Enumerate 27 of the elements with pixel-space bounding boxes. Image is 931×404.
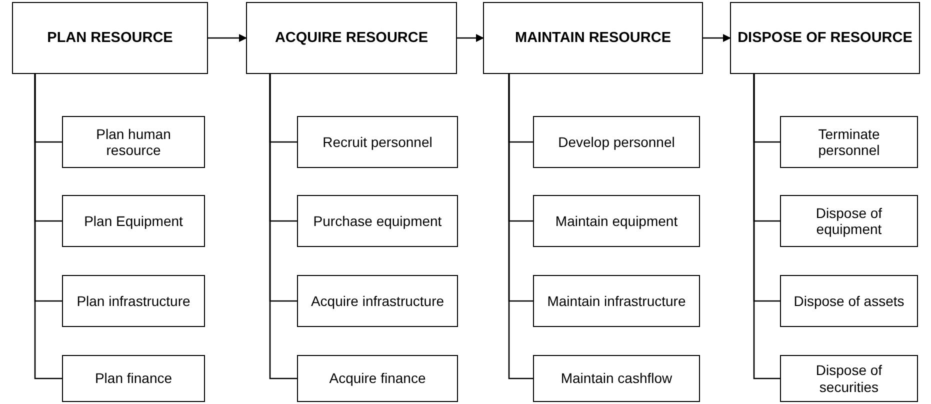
task-box: Acquire infrastructure	[297, 275, 458, 327]
task-box: Maintain infrastructure	[533, 275, 700, 327]
task-box: Purchase equipment	[297, 195, 458, 247]
task-box: Dispose of equipment	[780, 195, 918, 247]
task-box: Terminate personnel	[780, 116, 918, 168]
task-box: Recruit personnel	[297, 116, 458, 168]
task-box: Plan Equipment	[62, 195, 205, 247]
stage-box: DISPOSE OF RESOURCE	[730, 2, 920, 74]
task-box: Acquire finance	[297, 355, 458, 402]
task-box: Maintain cashflow	[533, 355, 700, 402]
arrow	[208, 34, 247, 42]
connector-line	[508, 74, 533, 380]
stage-box: MAINTAIN RESOURCE	[483, 2, 703, 74]
connector-line	[753, 74, 780, 380]
stage-box: ACQUIRE RESOURCE	[246, 2, 457, 74]
task-box: Plan human resource	[62, 116, 205, 168]
task-box: Dispose of assets	[780, 275, 918, 327]
connector-line	[269, 74, 297, 380]
arrow	[703, 34, 731, 42]
task-box: Dispose of securities	[780, 355, 918, 402]
task-box: Plan finance	[62, 355, 205, 402]
arrow	[457, 34, 484, 42]
task-box: Develop personnel	[533, 116, 700, 168]
task-box: Maintain equipment	[533, 195, 700, 247]
stage-box: PLAN RESOURCE	[12, 2, 208, 74]
connector-line	[34, 74, 62, 380]
task-box: Plan infrastructure	[62, 275, 205, 327]
